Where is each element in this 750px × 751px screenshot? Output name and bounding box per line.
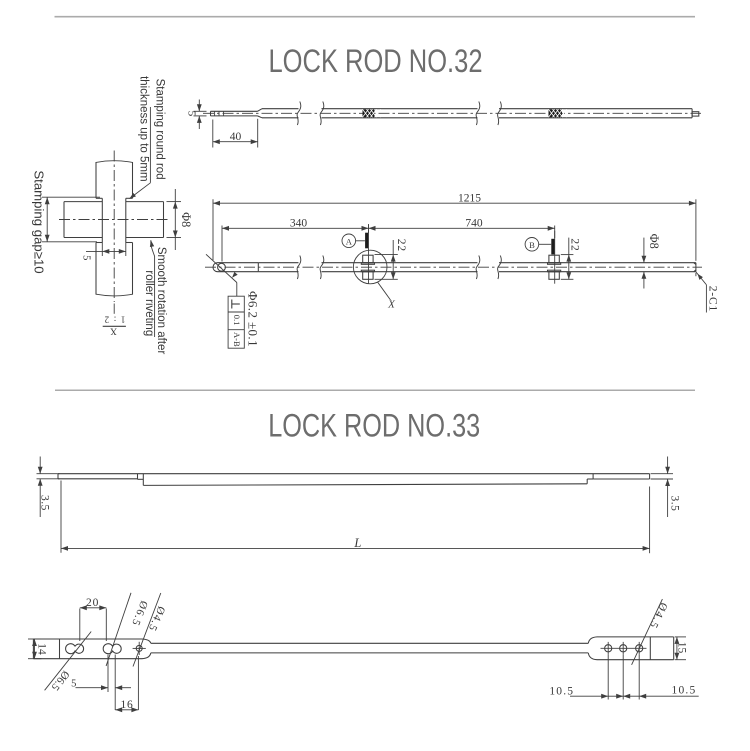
svg-text:1 : 2: 1 : 2: [103, 315, 125, 325]
svg-text:Φ8: Φ8: [179, 212, 193, 227]
svg-text:14: 14: [36, 643, 48, 655]
svg-text:X: X: [387, 299, 396, 311]
svg-text:5: 5: [186, 111, 198, 117]
svg-text:20: 20: [86, 597, 99, 609]
svg-text:22: 22: [568, 238, 580, 251]
svg-text:15: 15: [676, 642, 688, 654]
svg-text:16: 16: [120, 699, 133, 711]
svg-text:Φ6.2 ±0.1: Φ6.2 ±0.1: [246, 291, 261, 347]
svg-text:3.5: 3.5: [669, 496, 681, 512]
svg-text:L: L: [353, 536, 361, 550]
svg-text:Stamping gap≥10: Stamping gap≥10: [31, 170, 46, 273]
svg-text:X: X: [110, 326, 117, 336]
svg-text:Smooth rotation after: Smooth rotation after: [155, 247, 167, 355]
svg-text:40: 40: [230, 131, 242, 143]
svg-text:A: A: [346, 237, 353, 247]
svg-text:3.5: 3.5: [39, 495, 51, 511]
svg-text:roller riveting: roller riveting: [143, 270, 155, 336]
svg-text:2-C1: 2-C1: [707, 286, 719, 312]
svg-text:10.5: 10.5: [549, 686, 574, 698]
svg-text:LOCK ROD NO.33: LOCK ROD NO.33: [268, 407, 480, 444]
svg-text:5: 5: [71, 678, 76, 689]
svg-text:22: 22: [395, 239, 407, 252]
svg-text:Φ8: Φ8: [647, 234, 661, 249]
svg-text:B: B: [529, 240, 535, 250]
svg-text:LOCK ROD NO.32: LOCK ROD NO.32: [269, 42, 483, 79]
svg-text:thickness up to 5mm: thickness up to 5mm: [138, 76, 150, 181]
svg-text:1215: 1215: [458, 193, 481, 205]
svg-text:340: 340: [290, 218, 308, 230]
svg-text:A-B: A-B: [232, 332, 242, 347]
svg-text:740: 740: [465, 218, 483, 230]
svg-text:0.1: 0.1: [232, 315, 242, 326]
svg-text:Stamping round rod: Stamping round rod: [153, 79, 165, 180]
svg-text:5: 5: [80, 255, 91, 260]
svg-text:10.5: 10.5: [672, 685, 697, 697]
